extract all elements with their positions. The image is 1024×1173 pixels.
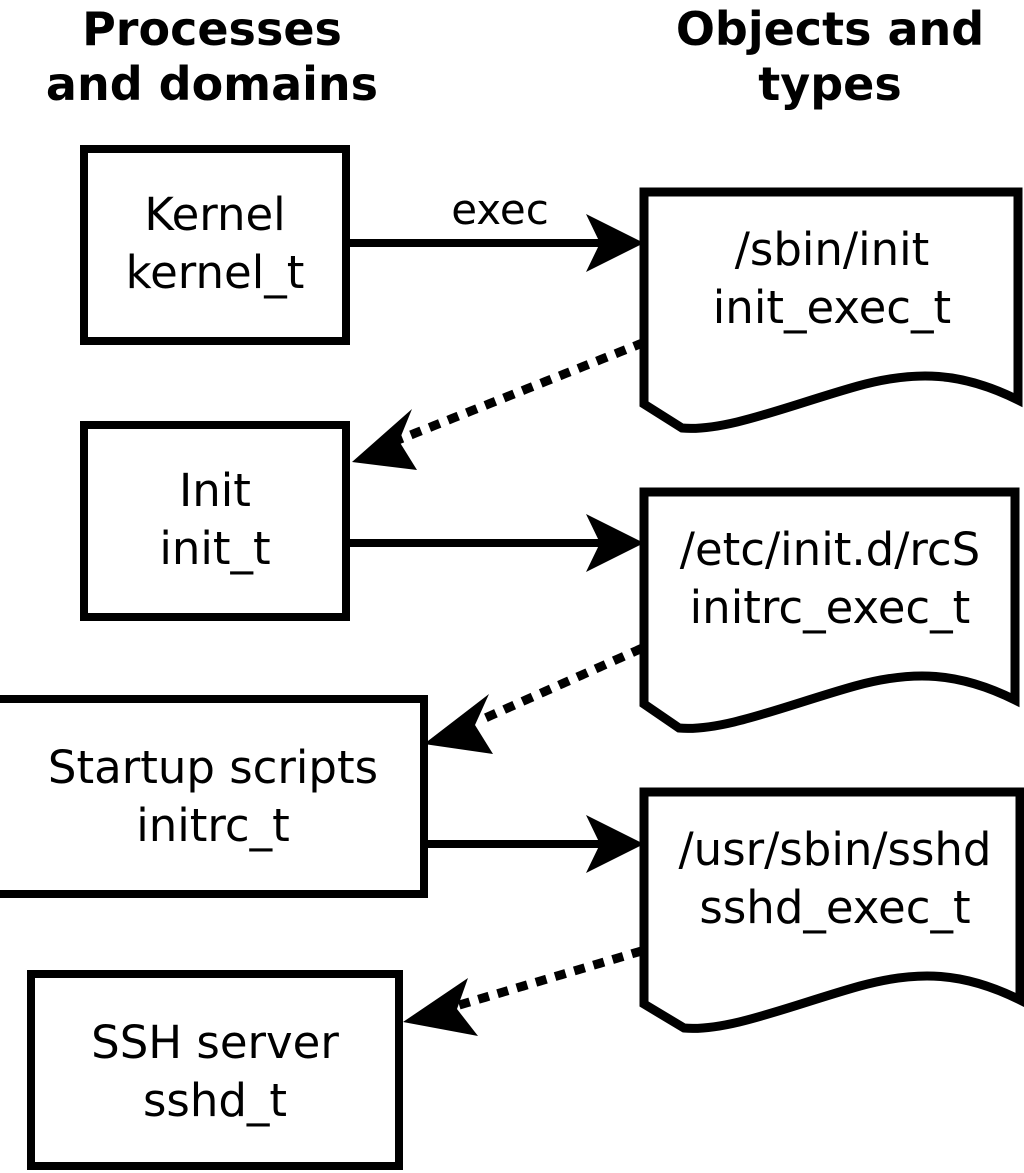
node-usr-sbin-sshd-line1: /usr/sbin/sshd — [679, 823, 992, 876]
node-etc-initd-rcs-line2: initrc_exec_t — [690, 581, 971, 634]
edge-sshd-exec-transition-arrowhead — [403, 978, 478, 1036]
edge-sbin-init-transition-init[interactable] — [352, 338, 646, 470]
node-kernel-line2: kernel_t — [126, 246, 305, 299]
edge-sshd-exec-transition-line[interactable] — [450, 946, 644, 1012]
edge-label-exec: exec — [451, 185, 549, 234]
node-ssh-server-box[interactable] — [27, 970, 403, 1170]
node-init-line2: init_t — [159, 522, 270, 575]
node-sbin-init-document-shape[interactable] — [639, 187, 1023, 433]
edge-initrc-exec-sshd[interactable] — [424, 815, 644, 873]
edge-initrc-exec-sshd-arrowhead — [586, 815, 644, 873]
column-header-processes: Processes and domains — [46, 2, 378, 111]
edge-initrc-exec-transition-initrc[interactable] — [424, 644, 644, 754]
node-kernel-line1: Kernel — [144, 188, 285, 241]
node-startup-scripts-box[interactable] — [0, 695, 428, 898]
node-sbin-init-line2: init_exec_t — [713, 281, 951, 334]
column-header-objects-line2: types — [758, 57, 901, 111]
column-header-processes-line2: and domains — [46, 57, 378, 111]
node-startup-scripts[interactable]: Startup scripts initrc_t — [0, 695, 428, 898]
node-usr-sbin-sshd-line2: sshd_exec_t — [699, 881, 970, 934]
node-etc-initd-rcs-document-shape[interactable] — [639, 487, 1020, 733]
edge-initrc-exec-transition-arrowhead — [424, 694, 493, 754]
node-ssh-server-line1: SSH server — [91, 1016, 339, 1069]
edge-sbin-init-transition-line[interactable] — [392, 338, 646, 446]
node-ssh-server-line2: sshd_t — [143, 1074, 287, 1127]
node-sbin-init-line1: /sbin/init — [735, 223, 930, 276]
edge-init-exec-initrc-arrowhead — [586, 514, 644, 572]
edge-initrc-exec-transition-line[interactable] — [468, 644, 644, 729]
edge-kernel-exec-arrowhead — [586, 214, 644, 272]
node-etc-initd-rcs[interactable]: /etc/init.d/rcS initrc_exec_t — [639, 487, 1020, 733]
node-startup-scripts-line1: Startup scripts — [48, 741, 378, 794]
node-startup-scripts-line2: initrc_t — [136, 799, 290, 852]
node-ssh-server[interactable]: SSH server sshd_t — [27, 970, 403, 1170]
node-kernel-box[interactable] — [80, 145, 350, 345]
edge-sshd-exec-transition-sshd[interactable] — [403, 946, 644, 1036]
edge-init-exec-initrc[interactable] — [346, 514, 644, 572]
edge-sbin-init-transition-arrowhead — [352, 409, 417, 470]
node-sbin-init[interactable]: /sbin/init init_exec_t — [639, 187, 1023, 433]
node-init-line1: Init — [179, 464, 251, 517]
column-header-processes-line1: Processes — [82, 2, 342, 56]
edge-kernel-exec-sbin-init[interactable]: exec — [346, 185, 644, 272]
node-init-box[interactable] — [80, 421, 350, 621]
node-usr-sbin-sshd-document-shape[interactable] — [639, 787, 1024, 1033]
node-init[interactable]: Init init_t — [80, 421, 350, 621]
column-header-objects-line1: Objects and — [676, 2, 984, 56]
node-kernel[interactable]: Kernel kernel_t — [80, 145, 350, 345]
column-header-objects: Objects and types — [676, 2, 984, 111]
node-usr-sbin-sshd[interactable]: /usr/sbin/sshd sshd_exec_t — [639, 787, 1024, 1033]
node-etc-initd-rcs-line1: /etc/init.d/rcS — [680, 523, 980, 576]
